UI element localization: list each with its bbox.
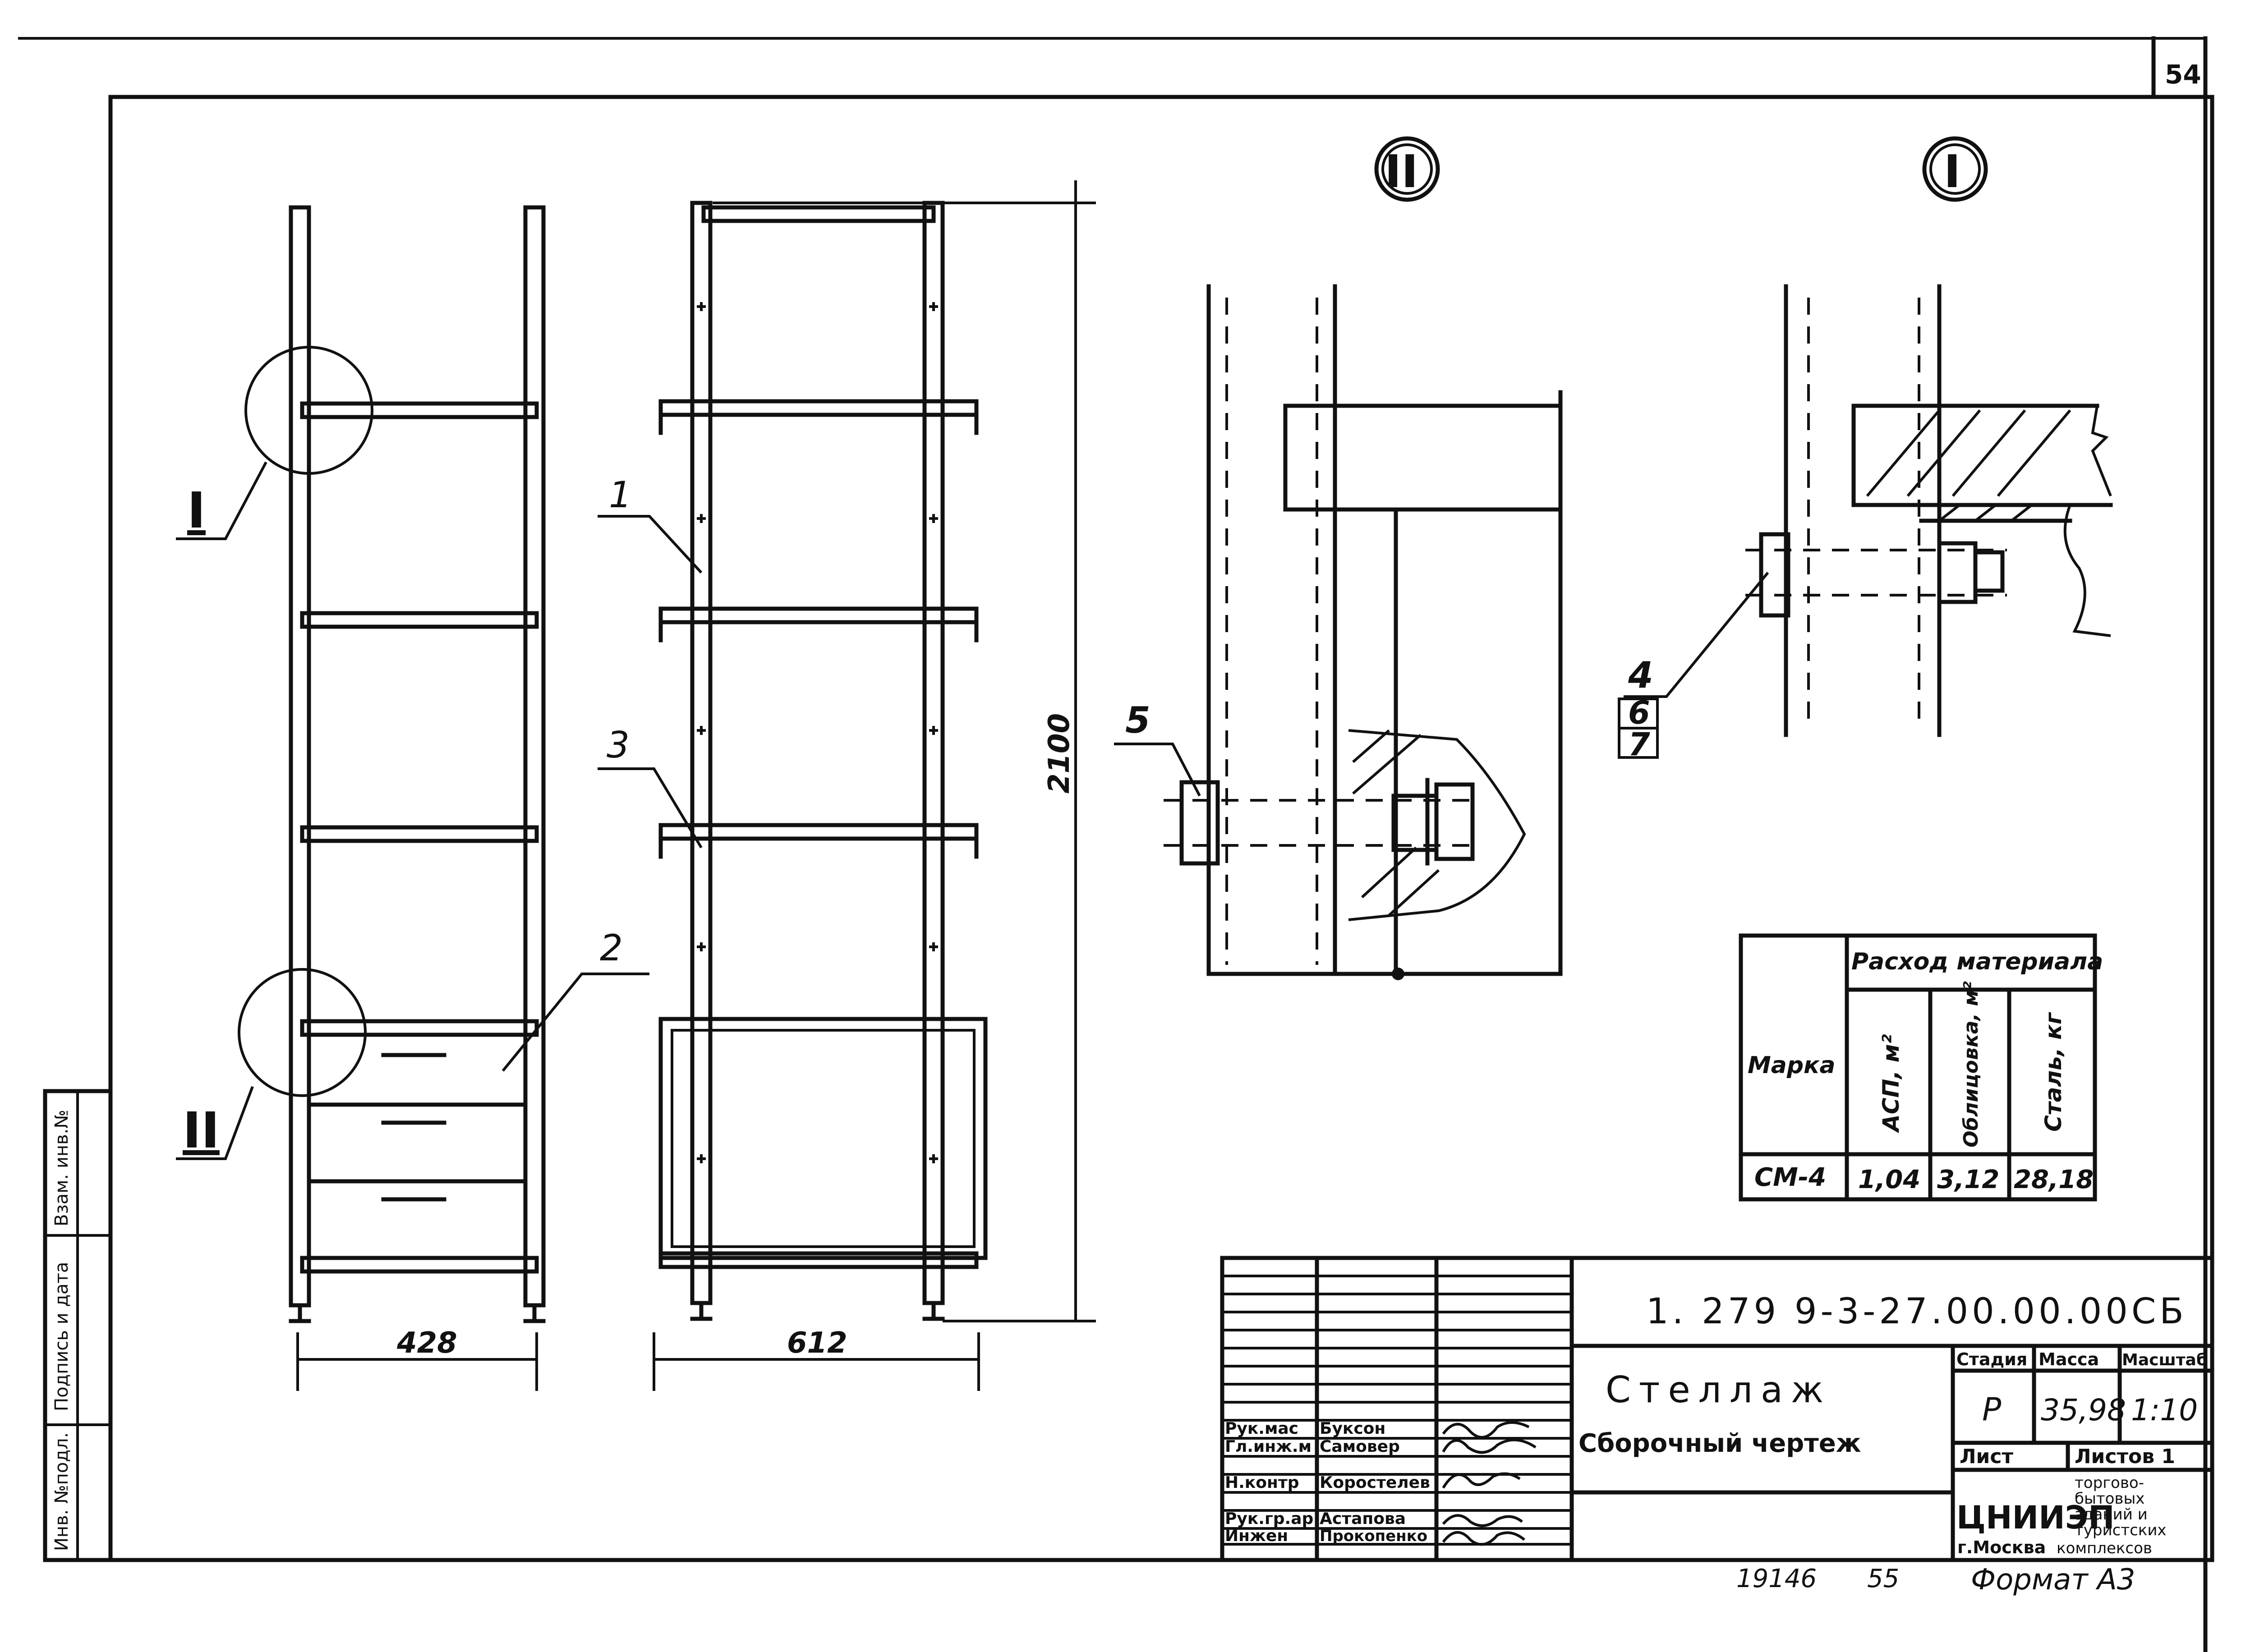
- stage-value: Р: [1982, 1391, 2002, 1428]
- org-desc-4: туристских: [2075, 1521, 2167, 1539]
- name-2: Самовер: [1320, 1437, 1400, 1456]
- hdr-stage: Стадия: [1956, 1349, 2027, 1369]
- sheet-frame: [18, 36, 2214, 1652]
- footer-number: 19146: [1736, 1564, 1817, 1593]
- callout-I: I: [187, 482, 206, 539]
- sheets-label: Листов 1: [2075, 1445, 2175, 1468]
- name-1: Буксон: [1320, 1419, 1385, 1438]
- materials-row-cladding: 3,12: [1937, 1165, 1999, 1194]
- hdr-mass: Масса: [2039, 1349, 2099, 1369]
- side-strip-repl: Взам. инв.№: [51, 1110, 72, 1226]
- role-1: Рук.мас: [1225, 1419, 1298, 1438]
- name-3: Коростелев: [1320, 1473, 1430, 1492]
- marker-II: II: [1385, 145, 1418, 198]
- leader-3: 3: [607, 724, 630, 766]
- role-5: Инжен: [1225, 1527, 1288, 1545]
- side-view: [176, 205, 649, 1323]
- detail-II: [1114, 136, 1563, 980]
- org-name: ЦНИИЭП: [1956, 1499, 2115, 1536]
- front-view: [598, 201, 988, 1321]
- role-3: Н.контр: [1225, 1473, 1299, 1492]
- detail-ref-7: 7: [1628, 726, 1650, 763]
- name-4: Астапова: [1320, 1510, 1406, 1528]
- hdr-scale: Масштаб: [2122, 1351, 2208, 1369]
- name-5: Прокопенко: [1320, 1527, 1427, 1545]
- scale-value: 1:10: [2131, 1393, 2198, 1427]
- detail-I: [1618, 136, 2113, 759]
- side-strip: [43, 1089, 113, 1562]
- footer-page: 55: [1867, 1564, 1899, 1593]
- dimension-2100: 2100: [1043, 713, 1076, 794]
- title-block: [1220, 1256, 2214, 1562]
- materials-col-steel: Сталь, кг: [2040, 1012, 2066, 1132]
- side-strip-inv: Инв. №подл.: [51, 1432, 72, 1551]
- org-desc-5: комплексов: [2057, 1539, 2152, 1557]
- leader-1: 1: [609, 474, 632, 516]
- dimensions: [296, 180, 1096, 1391]
- materials-header: Расход материала: [1851, 948, 2103, 975]
- role-4: Рук.гр.ар: [1225, 1510, 1313, 1528]
- materials-col-asp: АСП, м²: [1878, 1034, 1904, 1133]
- materials-row-steel: 28,18: [2014, 1165, 2094, 1194]
- org-desc-2: бытовых: [2075, 1490, 2145, 1508]
- org-city: г.Москва: [1957, 1537, 2046, 1557]
- org-desc-1: торгово-: [2075, 1474, 2144, 1492]
- leader-2: 2: [600, 927, 623, 969]
- document-code: 1. 279 9-3-27.00.00.00СБ: [1646, 1291, 2187, 1332]
- leader-5: 5: [1125, 699, 1151, 741]
- drawing-subtitle: Сборочный чертеж: [1578, 1429, 1861, 1458]
- leader-4: 4: [1628, 654, 1653, 696]
- materials-table: [1739, 933, 2097, 1202]
- dimension-612: 612: [787, 1326, 847, 1360]
- role-2: Гл.инж.м: [1225, 1437, 1312, 1456]
- materials-row-mark: СМ-4: [1754, 1163, 1826, 1192]
- detail-ref-6: 6: [1628, 694, 1650, 731]
- side-strip-sign: Подпись и дата: [51, 1262, 72, 1411]
- mass-value: 35,98: [2041, 1393, 2126, 1427]
- sheet-number: 54: [2165, 59, 2201, 90]
- drawing-title: Стеллаж: [1606, 1369, 1832, 1411]
- sheet-label: Лист: [1960, 1445, 2013, 1468]
- callout-II: II: [183, 1101, 220, 1159]
- signatures: [1442, 1421, 1537, 1546]
- org-desc-3: зданий и: [2075, 1505, 2148, 1524]
- dimension-428: 428: [396, 1326, 457, 1360]
- materials-col-mark: Марка: [1748, 1052, 1835, 1079]
- materials-row-asp: 1,04: [1858, 1165, 1920, 1194]
- format-label: Формат А3: [1971, 1563, 2135, 1597]
- marker-I: I: [1944, 145, 1960, 198]
- materials-col-cladding: Облицовка, м²: [1960, 981, 1983, 1147]
